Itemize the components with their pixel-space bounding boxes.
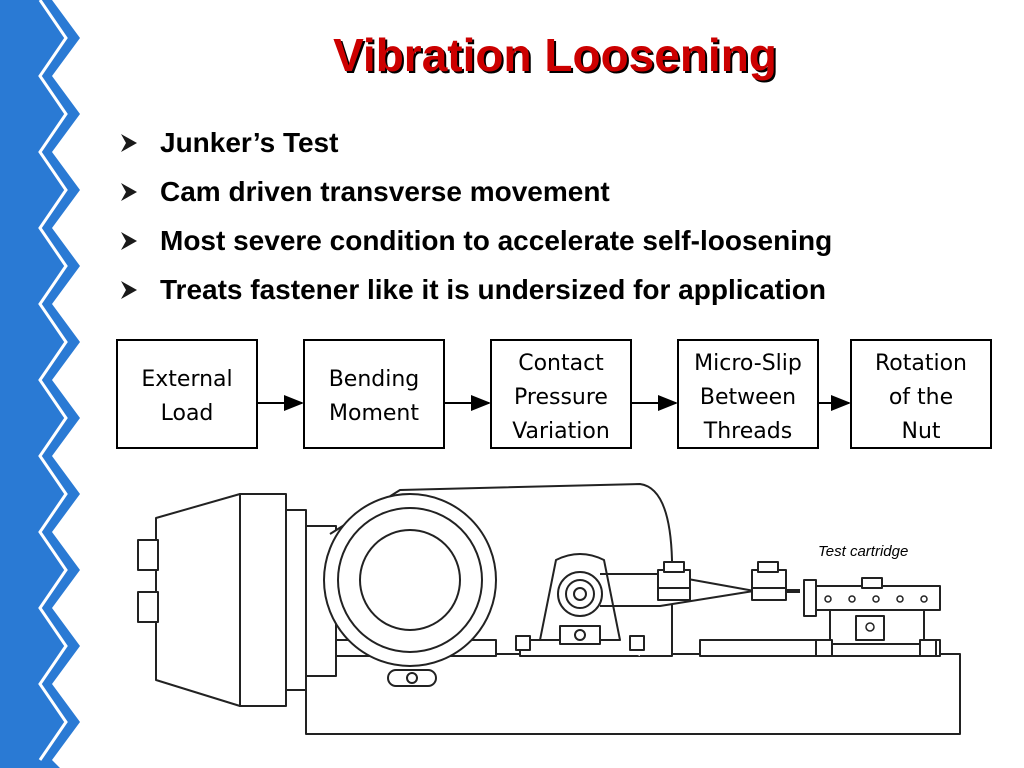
flow-box-line: Contact xyxy=(518,351,604,376)
test-cartridge-label: Test cartridge xyxy=(818,543,908,560)
bullet-text: Cam driven transverse movement xyxy=(160,175,610,207)
bullet-text: Treats fastener like it is undersized fo… xyxy=(160,273,826,305)
machine-base xyxy=(305,653,961,735)
flow-box-bending-moment: Bending Moment xyxy=(303,339,445,449)
flow-box-line: Load xyxy=(161,401,214,426)
bullet-item: Most severe condition to accelerate self… xyxy=(118,216,832,265)
bullet-item: Treats fastener like it is undersized fo… xyxy=(118,265,832,314)
motor-housing xyxy=(155,493,241,707)
flow-box-line: Micro-Slip xyxy=(694,351,802,376)
flow-box-line: Bending xyxy=(329,367,420,392)
bullet-item: Junker’s Test xyxy=(118,118,832,167)
arrow-bullet-icon xyxy=(121,231,137,250)
flow-box-rotation-of-the-nut: Rotation of the Nut xyxy=(850,339,992,449)
bullet-item: Cam driven transverse movement xyxy=(118,167,832,216)
flow-box-micro-slip-between-threads: Micro-Slip Between Threads xyxy=(677,339,819,449)
flow-box-contact-pressure-variation: Contact Pressure Variation xyxy=(490,339,632,449)
flow-box-line: Pressure xyxy=(514,385,608,410)
flow-box-line: Variation xyxy=(512,419,610,444)
flow-box-line: Threads xyxy=(703,419,792,444)
test-cartridge xyxy=(811,585,941,611)
flow-box-external-load: External Load xyxy=(116,339,258,449)
slide-title: Vibration Loosening xyxy=(333,29,777,81)
flow-box-line: External xyxy=(141,367,232,392)
arrow-bullet-icon xyxy=(121,133,137,152)
bullet-list: Junker’s Test Cam driven transverse move… xyxy=(118,118,832,314)
flow-box-line: of the xyxy=(889,385,953,410)
machine-base-slot xyxy=(387,669,437,687)
flow-box-line: Nut xyxy=(901,419,940,444)
arrow-bullet-icon xyxy=(121,182,137,201)
bullet-text: Junker’s Test xyxy=(160,126,339,158)
flow-box-line: Moment xyxy=(329,401,419,426)
arrow-bullet-icon xyxy=(121,280,137,299)
flow-box-line: Rotation xyxy=(875,351,967,376)
decorative-zigzag-band xyxy=(0,0,80,768)
bullet-text: Most severe condition to accelerate self… xyxy=(160,224,833,256)
flow-box-line: Between xyxy=(700,385,796,410)
